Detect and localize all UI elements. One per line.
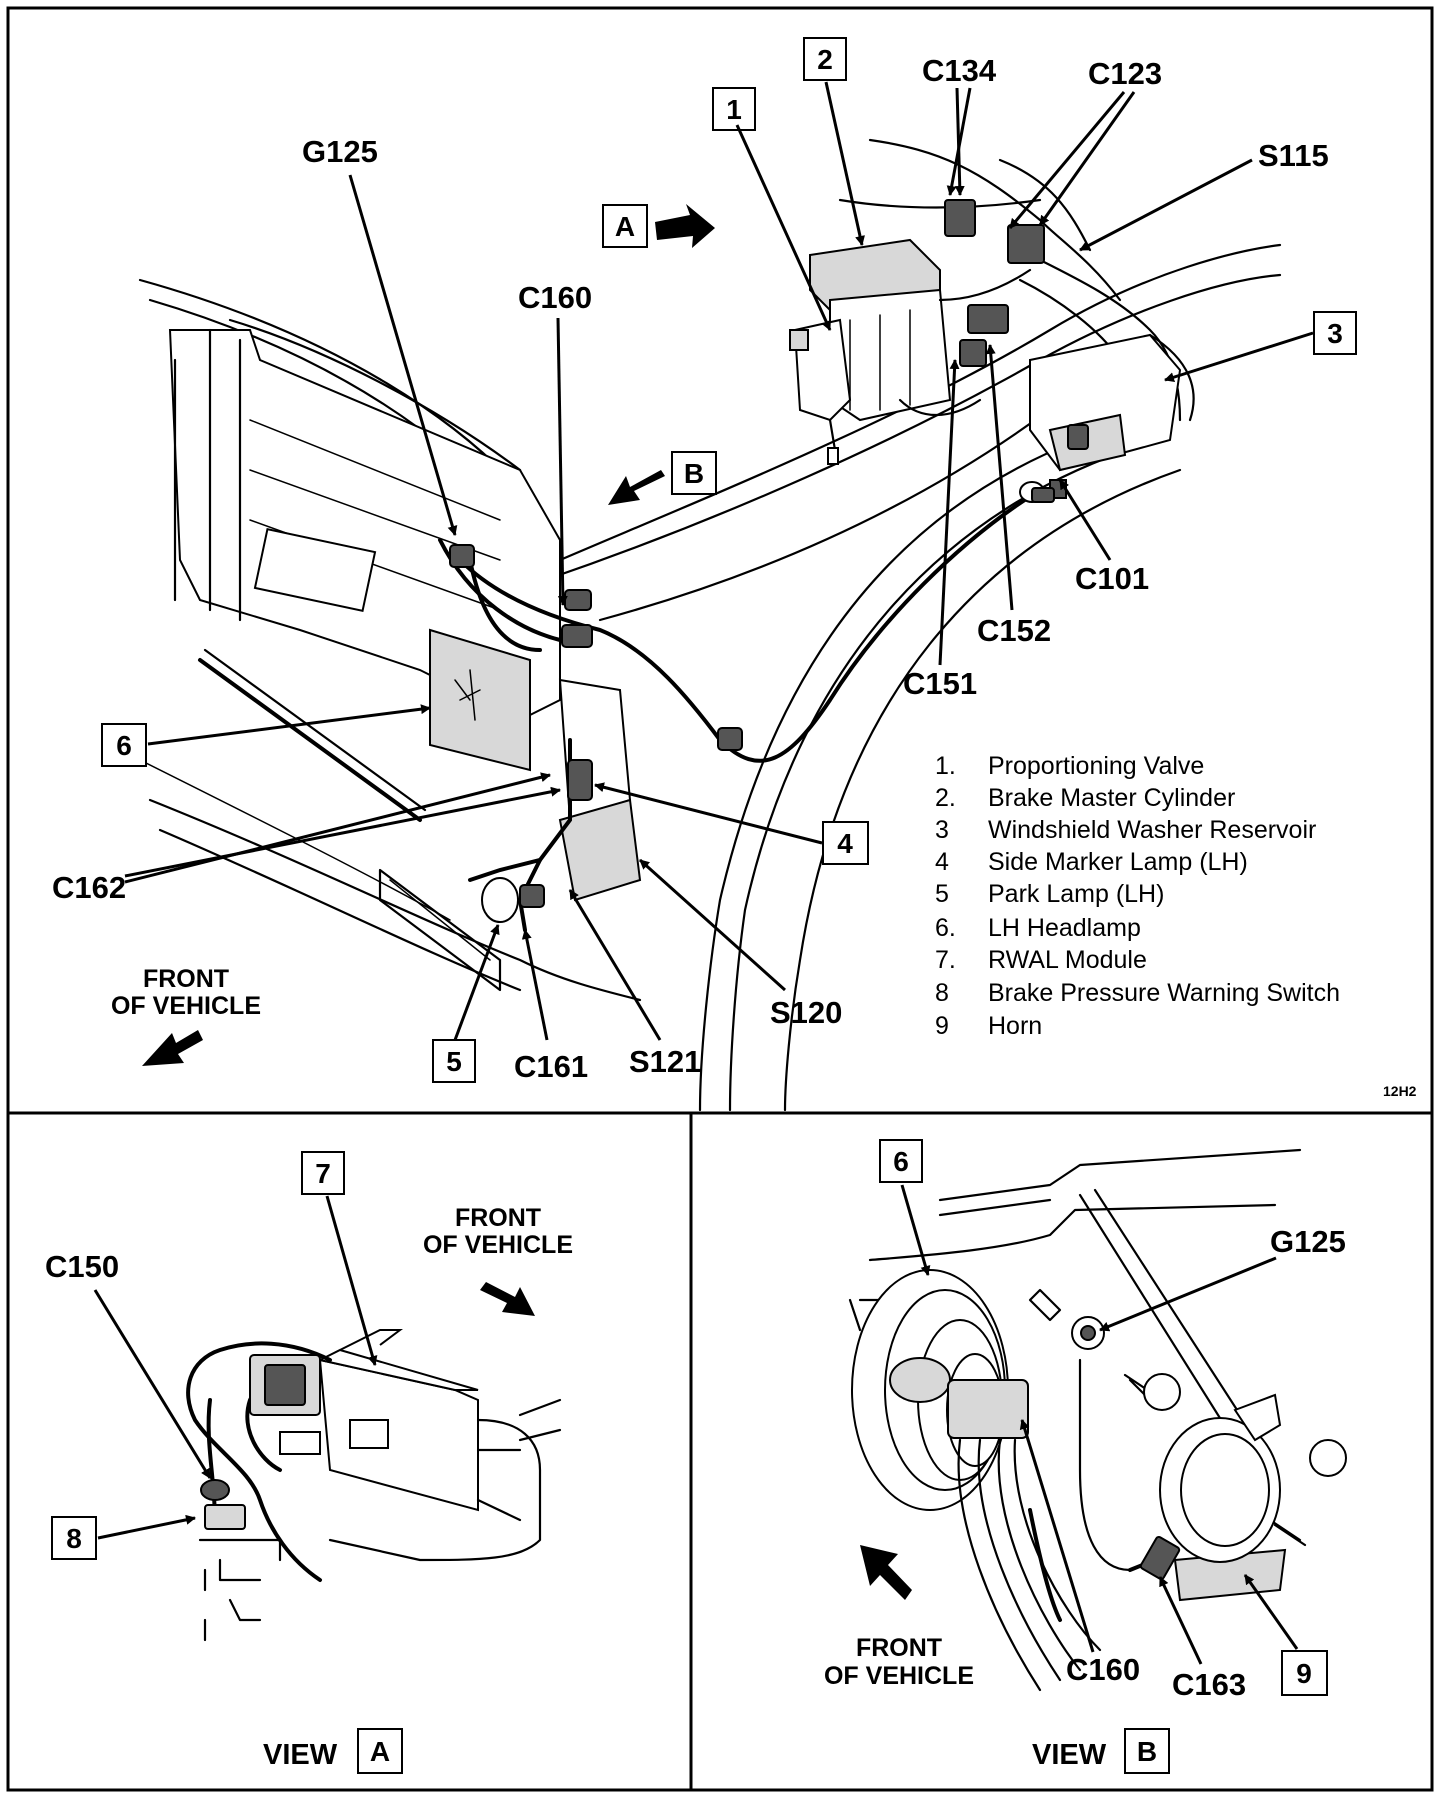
vehicle-front-drawing <box>138 243 1282 1112</box>
label-c163: C163 <box>1172 1667 1246 1702</box>
callout-box-2: 2 <box>803 37 847 81</box>
label-g125b: G125 <box>1270 1224 1346 1259</box>
legend-text-8: Brake Pressure Warning Switch <box>988 979 1340 1007</box>
label-s120: S120 <box>770 995 842 1030</box>
front-label-a-line1: FRONT <box>455 1204 541 1232</box>
legend-text-3: Windshield Washer Reservoir <box>988 816 1316 844</box>
legend-text-6: LH Headlamp <box>988 914 1141 942</box>
view-a-title-letter: A <box>370 1736 390 1767</box>
label-c161: C161 <box>514 1049 588 1084</box>
callout-box-6b: 6 <box>879 1139 923 1183</box>
label-c152: C152 <box>977 613 1051 648</box>
legend: 1. Proportioning Valve 2. Brake Master C… <box>935 752 1340 1040</box>
legend-num-2: 2. <box>935 784 956 812</box>
label-c123: C123 <box>1088 56 1162 91</box>
callout-box-8: 8 <box>51 1516 97 1560</box>
legend-num-7: 7. <box>935 946 956 974</box>
callout-5-label: 5 <box>446 1046 462 1077</box>
figure-code: 12H2 <box>1383 1083 1417 1099</box>
front-arrow-a <box>480 1282 535 1316</box>
legend-num-4: 4 <box>935 848 949 876</box>
callout-1-label: 1 <box>726 94 742 125</box>
label-c101: C101 <box>1075 561 1149 596</box>
front-label-a-line2: OF VEHICLE <box>423 1231 573 1259</box>
view-b-direction-box: B <box>671 451 717 495</box>
label-s121: S121 <box>629 1044 701 1079</box>
view-a-arrow <box>655 204 715 248</box>
legend-num-6: 6. <box>935 914 956 942</box>
callout-box-5: 5 <box>432 1039 476 1083</box>
callout-box-6: 6 <box>101 723 147 767</box>
legend-num-3: 3 <box>935 816 949 844</box>
label-c160: C160 <box>518 280 592 315</box>
view-a-word: VIEW <box>263 1739 338 1771</box>
legend-num-8: 8 <box>935 979 949 1007</box>
label-c151: C151 <box>903 666 977 701</box>
front-label-b-line1: FRONT <box>856 1634 942 1662</box>
view-a-drawing <box>186 1329 562 1642</box>
view-a-title-box: A <box>357 1728 403 1774</box>
view-a-direction-box: A <box>602 204 648 248</box>
engine-components-drawing <box>789 138 1195 503</box>
legend-text-9: Horn <box>988 1012 1042 1040</box>
legend-text-1: Proportioning Valve <box>988 752 1204 780</box>
view-b-drawing <box>848 1148 1347 1692</box>
leader-7 <box>325 1195 378 1366</box>
legend-text-2: Brake Master Cylinder <box>988 784 1235 812</box>
callout-box-9: 9 <box>1281 1650 1328 1696</box>
callout-7-label: 7 <box>315 1158 331 1189</box>
label-g125: G125 <box>302 134 378 169</box>
callout-6b-label: 6 <box>893 1146 909 1177</box>
legend-text-5: Park Lamp (LH) <box>988 880 1164 908</box>
view-a-direction-label: A <box>615 211 635 242</box>
callout-6-label: 6 <box>116 730 132 761</box>
legend-text-4: Side Marker Lamp (LH) <box>988 848 1248 876</box>
legend-text-7: RWAL Module <box>988 946 1147 974</box>
main-leader-lines <box>124 81 1314 1041</box>
view-b-arrow <box>608 470 665 505</box>
view-b-leader-lines <box>900 1184 1299 1665</box>
view-b-title-letter: B <box>1137 1736 1157 1767</box>
callout-3-label: 3 <box>1327 318 1343 349</box>
view-b-direction-label: B <box>684 458 704 489</box>
label-c134: C134 <box>922 53 997 88</box>
callout-8-label: 8 <box>66 1523 82 1554</box>
view-b-frame <box>689 1111 1434 1792</box>
view-b-word: VIEW <box>1032 1739 1107 1771</box>
callout-4-label: 4 <box>837 828 853 859</box>
front-label-main-line1: FRONT <box>143 965 229 993</box>
leader-c150 <box>93 1289 212 1479</box>
front-arrow-main <box>142 1030 203 1066</box>
label-s115: S115 <box>1258 138 1329 173</box>
callout-box-1: 1 <box>712 87 756 131</box>
callout-box-3: 3 <box>1313 311 1357 355</box>
callout-2-label: 2 <box>817 44 833 75</box>
leader-8 <box>97 1514 196 1540</box>
legend-num-5: 5 <box>935 880 949 908</box>
callout-box-7: 7 <box>301 1151 345 1195</box>
label-c160b: C160 <box>1066 1652 1140 1687</box>
callout-9-label: 9 <box>1296 1658 1312 1689</box>
front-arrow-b <box>860 1545 912 1600</box>
label-c162: C162 <box>52 870 126 905</box>
front-label-b-line2: OF VEHICLE <box>824 1662 974 1690</box>
view-b-title-box: B <box>1124 1728 1170 1774</box>
label-c150: C150 <box>45 1249 119 1284</box>
callout-box-4: 4 <box>822 821 869 865</box>
legend-num-1: 1. <box>935 752 956 780</box>
front-label-main-line2: OF VEHICLE <box>111 992 261 1020</box>
legend-num-9: 9 <box>935 1012 949 1040</box>
